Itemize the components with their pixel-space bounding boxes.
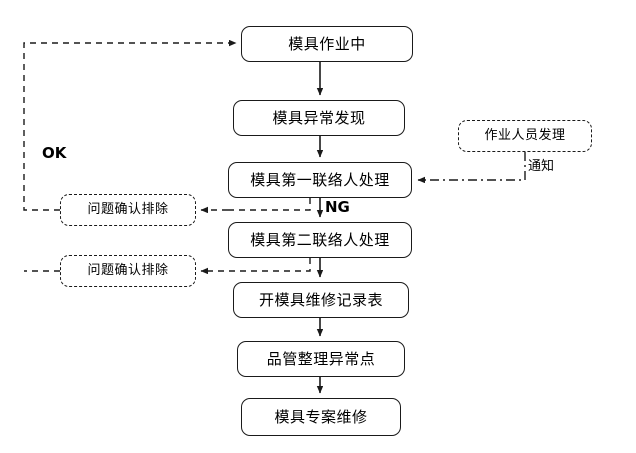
- node-label: 模具第二联络人处理: [250, 230, 390, 249]
- edge-n3-tap: [228, 198, 311, 211]
- node-first-contact-handling[interactable]: 模具第一联络人处理: [228, 162, 412, 198]
- node-label: 开模具维修记录表: [258, 290, 383, 309]
- node-label: 模具第一联络人处理: [250, 170, 390, 189]
- node-label: 问题确认排除: [87, 262, 169, 278]
- node-second-contact-handling[interactable]: 模具第二联络人处理: [228, 222, 412, 258]
- edge-label-ng-text: NG: [325, 198, 350, 216]
- node-label: 模具作业中: [288, 34, 366, 53]
- node-mold-project-repair[interactable]: 模具专案维修: [241, 398, 401, 436]
- edge-label-ok-text: OK: [42, 144, 67, 162]
- node-label: 模具专案维修: [274, 407, 368, 426]
- edge-operator-notify: [417, 152, 526, 184]
- node-mold-abnormality-found[interactable]: 模具异常发现: [233, 100, 405, 136]
- node-label: 模具异常发现: [272, 108, 366, 127]
- node-label: 作业人员发理: [484, 127, 566, 143]
- node-issue-confirmed-resolved-2[interactable]: 问题确认排除: [60, 255, 196, 287]
- edge-label-ok: OK: [42, 144, 66, 162]
- edge-label-notify: 通知: [528, 155, 554, 174]
- node-mold-in-operation[interactable]: 模具作业中: [241, 26, 413, 62]
- edge-label-ng: NG: [325, 198, 350, 216]
- node-open-maintenance-record[interactable]: 开模具维修记录表: [233, 282, 409, 318]
- edge-label-notify-text: 通知: [528, 159, 555, 174]
- node-qc-compile-abnormalities[interactable]: 品管整理异常点: [237, 341, 405, 377]
- edge-n4-to-check2: [200, 258, 311, 275]
- node-issue-confirmed-resolved-1[interactable]: 问题确认排除: [60, 194, 196, 226]
- node-label: 问题确认排除: [87, 201, 169, 217]
- node-label: 品管整理异常点: [266, 349, 376, 368]
- edge-check1-ok-return: [23, 39, 237, 211]
- node-operator-handling[interactable]: 作业人员发理: [458, 120, 592, 152]
